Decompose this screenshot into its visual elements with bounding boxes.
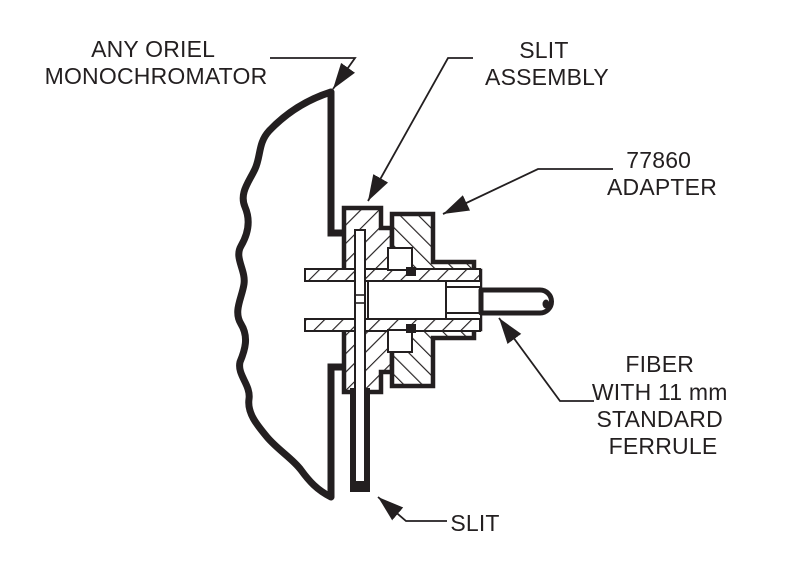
set-screw-hole-top [387, 247, 413, 271]
leader-slit [377, 496, 447, 522]
label-fiber: FIBER WITH 11 mm STANDARD FERRULE [592, 351, 734, 459]
leader-slit-assembly [367, 57, 473, 202]
leader-fiber [498, 317, 594, 402]
label-slit-assembly: SLIT ASSEMBLY [485, 37, 609, 90]
label-slit: SLIT [450, 510, 499, 536]
slit-plate [354, 229, 366, 483]
set-screw-bottom [406, 324, 416, 333]
ferrule-body [367, 280, 447, 320]
fiber-core-dot [542, 299, 550, 309]
monochromator-wall-break-line [234, 88, 335, 501]
monochromator-wall-lower [327, 363, 344, 497]
monochromator-wall-upper [327, 92, 344, 237]
set-screw-hole-bottom [387, 329, 413, 353]
leader-adapter [442, 168, 613, 215]
label-adapter: 77860 ADAPTER [607, 147, 717, 200]
set-screw-top [406, 267, 416, 276]
ferrule-nose [445, 286, 481, 314]
label-monochromator: ANY ORIEL MONOCHROMATOR [45, 36, 268, 89]
fiber-cable [478, 287, 554, 316]
leader-monochromator [270, 57, 357, 90]
